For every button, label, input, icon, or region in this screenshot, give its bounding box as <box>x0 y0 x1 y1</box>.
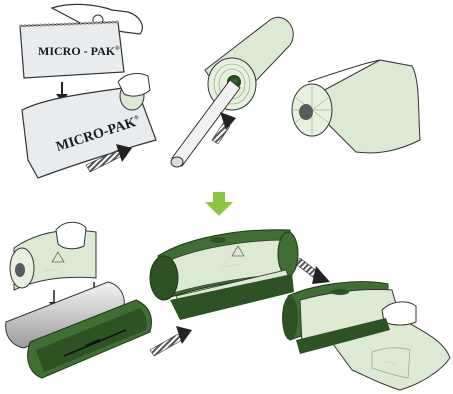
step-4-dispenser-load: ~ ~ ~ ~ ~ ~ <box>6 222 152 378</box>
bag-label-top: MICRO - PAK® <box>38 44 120 58</box>
green-down-arrow-icon <box>205 192 233 216</box>
step-3-roll-unrolled <box>292 60 420 153</box>
step-2-rod-insert <box>171 17 293 167</box>
step-1-bag: MICRO - PAK® MICRO-PAK® <box>20 4 156 178</box>
roll-end <box>292 84 332 136</box>
striped-arrow-icon <box>296 258 330 284</box>
step-6-film-pull: ~ ~ ~ ~ <box>282 282 450 390</box>
hand-icon <box>56 222 86 249</box>
step-5-loaded-dispenser: ~ ~ ~ ~ ~ ~ ~ <box>150 230 298 320</box>
striped-arrow-icon <box>150 326 192 356</box>
hand-icon <box>118 74 150 97</box>
